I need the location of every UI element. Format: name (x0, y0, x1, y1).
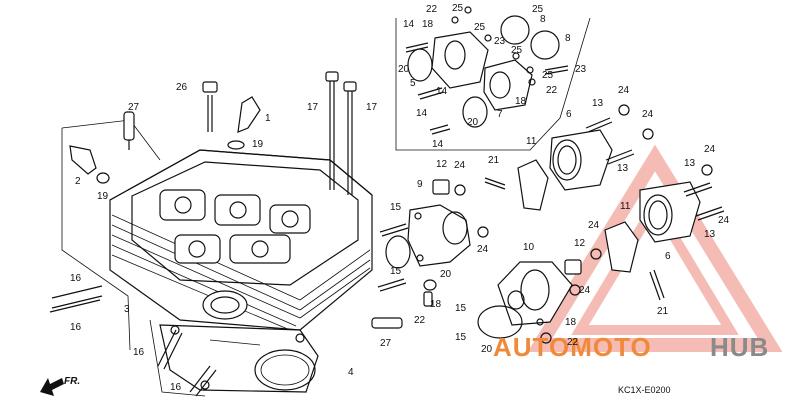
callout-18: 18 (515, 96, 527, 107)
callout-13: 13 (684, 158, 696, 169)
right-insulator-parts (432, 104, 725, 344)
callout-14: 14 (403, 19, 415, 30)
middle-intake-parts (371, 204, 471, 329)
callout-15: 15 (390, 266, 402, 277)
callout-21: 21 (488, 155, 500, 166)
callout-22: 22 (414, 315, 426, 326)
callout-18: 18 (422, 19, 434, 30)
callout-11: 11 (526, 136, 537, 147)
cylinder-head-frame (61, 128, 131, 351)
left-small-parts (69, 96, 261, 184)
callout-19: 19 (252, 139, 264, 150)
callout-26: 26 (176, 82, 188, 93)
callout-24: 24 (579, 285, 591, 296)
callout-23: 23 (575, 64, 587, 75)
upper-insulator-parts (405, 6, 569, 135)
stud-bolts (49, 71, 357, 397)
callout-18: 18 (430, 299, 442, 310)
callout-20: 20 (481, 344, 493, 355)
callout-24: 24 (704, 144, 716, 155)
callout-20: 20 (398, 64, 410, 75)
callout-3: 3 (124, 304, 130, 315)
callout-19: 19 (97, 191, 109, 202)
callout-22: 22 (426, 4, 438, 15)
callout-18: 18 (565, 317, 577, 328)
callout-7: 7 (497, 109, 503, 120)
watermark-text: AUTOMOTO HUB (493, 332, 769, 362)
callout-24: 24 (618, 85, 630, 96)
callout-16: 16 (70, 322, 82, 333)
callout-14: 14 (416, 108, 428, 119)
callout-15: 15 (455, 303, 467, 314)
cylinder-head (109, 149, 373, 331)
callout-8: 8 (565, 33, 571, 44)
callout-25: 25 (532, 4, 544, 15)
callout-25: 25 (542, 70, 554, 81)
callout-16: 16 (70, 273, 82, 284)
callout-24: 24 (477, 244, 489, 255)
callout-25: 25 (511, 45, 523, 56)
callout-27: 27 (128, 102, 140, 113)
callout-12: 12 (436, 159, 448, 170)
callout-17: 17 (366, 102, 378, 113)
insulator-group-frame (395, 17, 591, 151)
callout-6: 6 (566, 109, 572, 120)
callout-13: 13 (592, 98, 604, 109)
callout-16: 16 (170, 382, 182, 393)
watermark-brand-gray: HUB (710, 332, 769, 362)
callout-labels: 1 2 3 4 5 6 6 7 8 8 9 10 11 11 12 12 13 … (70, 3, 730, 393)
callout-14: 14 (432, 139, 444, 150)
callout-25: 25 (452, 3, 464, 14)
callout-10: 10 (523, 242, 535, 253)
watermark-brand-orange: AUTOMOTO (493, 332, 652, 362)
callout-22: 22 (567, 337, 579, 348)
callout-16: 16 (133, 347, 145, 358)
callout-5: 5 (410, 78, 416, 89)
callout-13: 13 (704, 229, 716, 240)
callout-1: 1 (265, 113, 271, 124)
callout-17: 17 (307, 102, 319, 113)
callout-24: 24 (718, 215, 730, 226)
gasket-frame (149, 319, 206, 397)
callout-20: 20 (467, 117, 479, 128)
fr-label: FR. (64, 376, 80, 387)
callout-25: 25 (474, 22, 486, 33)
callout-14: 14 (436, 86, 448, 97)
callout-15: 15 (455, 332, 467, 343)
callout-8: 8 (540, 14, 546, 25)
front-direction-arrow: FR. (40, 376, 80, 396)
callout-15: 15 (390, 202, 402, 213)
callout-11: 11 (620, 201, 631, 212)
callout-13: 13 (617, 163, 629, 174)
callout-2: 2 (75, 176, 81, 187)
callout-23: 23 (494, 36, 506, 47)
callout-24: 24 (454, 160, 466, 171)
callout-27: 27 (380, 338, 392, 349)
callout-21: 21 (657, 306, 669, 317)
callout-9: 9 (417, 179, 423, 190)
cylinder-head-gasket (159, 324, 319, 393)
callout-20: 20 (440, 269, 452, 280)
callout-24: 24 (642, 109, 654, 120)
callout-6: 6 (665, 251, 671, 262)
callout-12: 12 (574, 238, 586, 249)
callout-24: 24 (588, 220, 600, 231)
diagram-code: KC1X-E0200 (618, 385, 671, 395)
callout-4: 4 (348, 367, 354, 378)
callout-22: 22 (546, 85, 558, 96)
